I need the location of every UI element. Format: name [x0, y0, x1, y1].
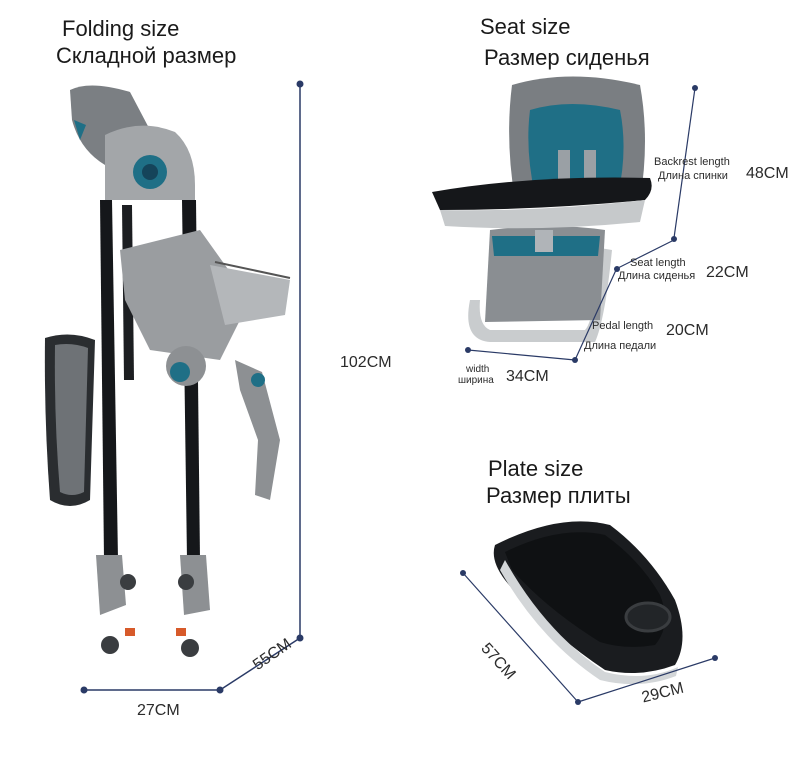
seat-title-en: Seat size [480, 14, 571, 39]
backrest-value: 48CM [746, 165, 789, 182]
seat-length-label-en: Seat length [630, 257, 686, 269]
seat-width-label-ru: ширина [458, 375, 494, 386]
seat-length-value: 22CM [706, 264, 749, 281]
pedal-length-label-en: Pedal length [592, 320, 654, 332]
folding-dimension-lines [84, 84, 301, 691]
plate-title-ru: Размер плиты [486, 483, 631, 508]
folding-title-en: Folding size [62, 16, 180, 41]
folded-chair-image [44, 85, 291, 657]
plate-dimension-lines [462, 572, 716, 703]
plate-title-en: Plate size [488, 456, 584, 481]
seat-image [432, 76, 652, 342]
folding-width-label: 27CM [137, 702, 180, 719]
seat-width-value: 34CM [506, 368, 549, 385]
folding-title-ru: Складной размер [56, 43, 237, 68]
folding-height-label: 102CM [340, 354, 392, 371]
plate-image [493, 521, 683, 685]
backrest-label-en: Backrest length [654, 156, 730, 168]
backrest-label-ru: Длина спинки [658, 170, 728, 182]
seat-dimension-lines [467, 87, 696, 361]
seat-width-label-en: width [466, 364, 490, 375]
seat-length-label-ru: Длина сиденья [618, 270, 696, 282]
pedal-length-label-ru: Длина педали [584, 340, 657, 352]
seat-title-ru: Размер сиденья [484, 45, 650, 70]
pedal-length-value: 20CM [666, 322, 709, 339]
